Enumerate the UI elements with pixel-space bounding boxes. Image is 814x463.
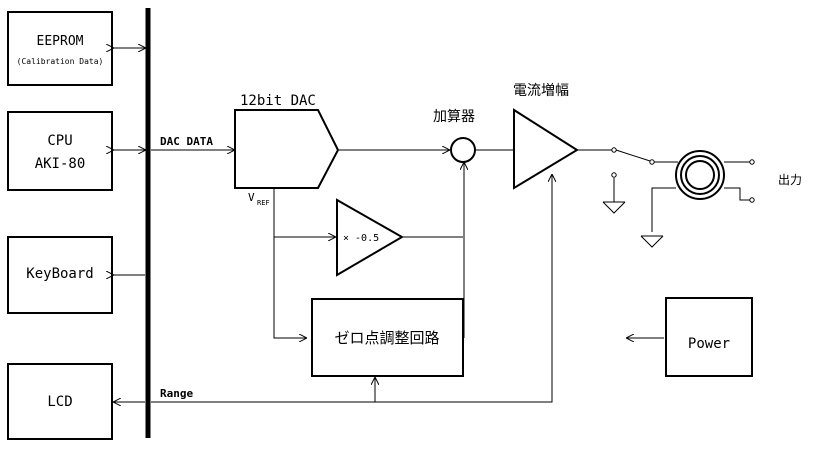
dac-block: 12bit DAC V REF	[234, 93, 340, 207]
eeprom-block: EEPROM (Calibration Data)	[7, 11, 113, 86]
zero-adjust-label: ゼロ点調整回路	[334, 329, 439, 347]
zero-adjust-block: ゼロ点調整回路	[311, 298, 464, 377]
dac-data-label: DAC DATA	[160, 135, 213, 148]
connector-ground-icon	[640, 187, 676, 248]
switch-ground-icon	[602, 178, 626, 214]
output-switch	[578, 147, 678, 178]
range-label: Range	[160, 387, 193, 400]
lcd-block: LCD	[7, 363, 113, 440]
vref-line	[273, 189, 306, 338]
eeprom-subtitle: (Calibration Data)	[17, 57, 104, 66]
range-line	[151, 175, 552, 403]
current-amplifier: 電流増幅	[513, 83, 579, 190]
dac-label: 12bit DAC	[240, 93, 316, 109]
output-label: 出力	[778, 173, 802, 187]
eeprom-title: EEPROM	[37, 34, 84, 49]
cpu-label: CPU	[47, 133, 72, 149]
inverter-gain-label: × -0.5	[343, 233, 379, 244]
amplifier-label: 電流増幅	[513, 83, 569, 99]
dac-vref-subscript: REF	[257, 199, 270, 207]
inverter-amplifier: × -0.5	[336, 198, 405, 277]
keyboard-label: KeyBoard	[26, 266, 93, 282]
power-block: Power	[665, 297, 753, 377]
keyboard-block: KeyBoard	[7, 236, 113, 314]
adder-block: 加算器	[433, 109, 476, 163]
lcd-label: LCD	[47, 394, 72, 410]
dac-vref-label: V	[248, 191, 255, 204]
adder-label: 加算器	[433, 109, 475, 125]
output-connector-icon	[675, 150, 755, 203]
cpu-model-label: AKI-80	[35, 156, 86, 172]
power-label: Power	[688, 336, 730, 352]
cpu-block: CPU AKI-80	[7, 111, 113, 191]
